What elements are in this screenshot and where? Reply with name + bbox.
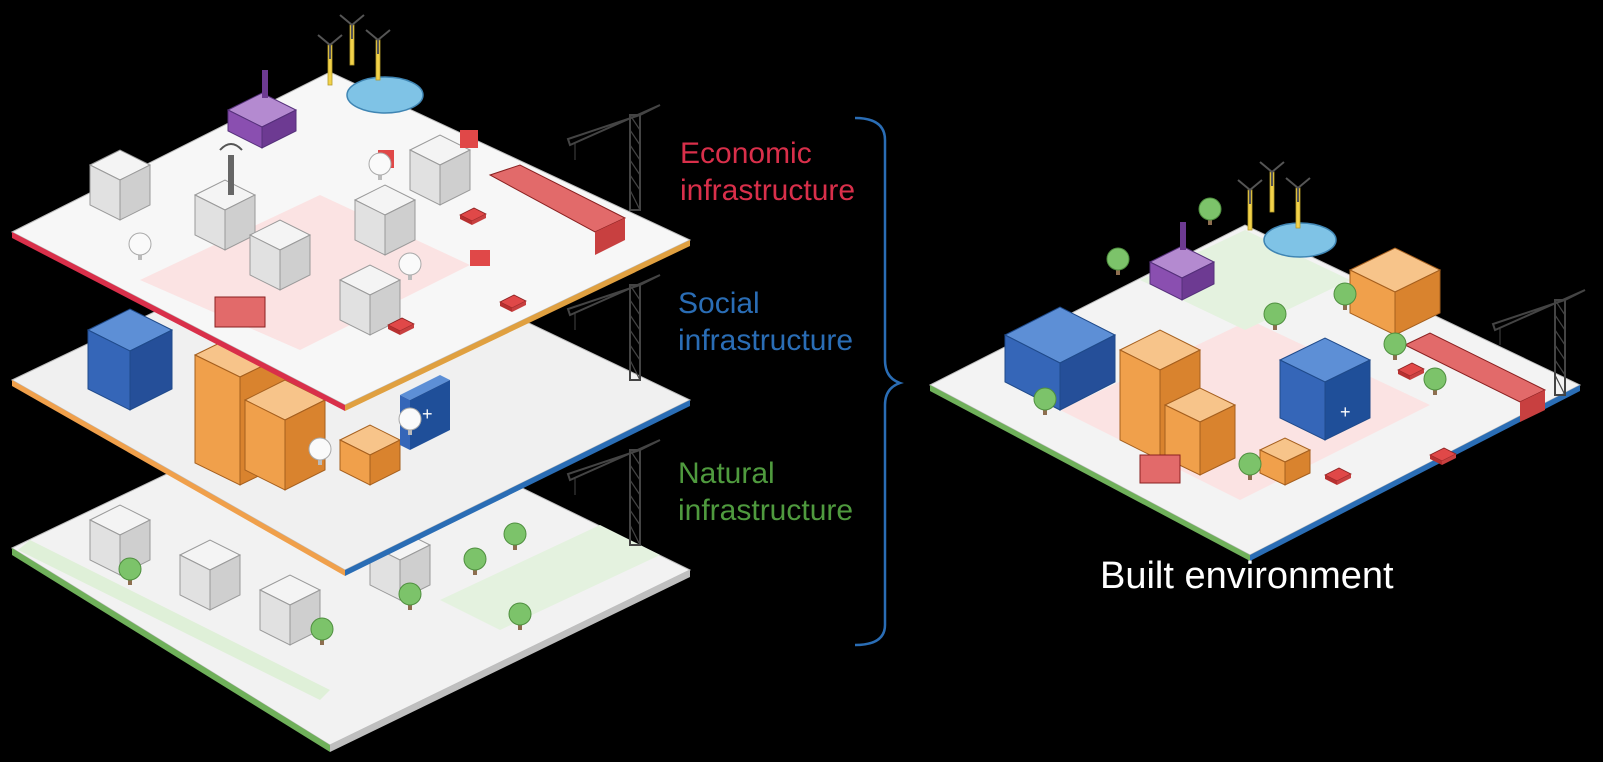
- economic-label-line1: Economic: [680, 137, 812, 170]
- social-label-line1: Social: [678, 287, 760, 320]
- natural-label-line1: Natural: [678, 457, 775, 490]
- svg-text:+: +: [1340, 402, 1351, 422]
- economic-infrastructure-label: Economic infrastructure: [680, 135, 855, 209]
- economic-label-line2: infrastructure: [680, 174, 856, 207]
- social-label-line2: infrastructure: [678, 324, 854, 357]
- economic-layer: [10, 14, 692, 411]
- grouping-bracket: [854, 116, 904, 647]
- natural-infrastructure-label: Natural infrastructure: [678, 455, 853, 529]
- natural-label-line2: infrastructure: [678, 494, 854, 527]
- built-environment-label: Built environment: [1100, 555, 1394, 597]
- svg-text:+: +: [422, 404, 433, 424]
- social-infrastructure-label: Social infrastructure: [678, 285, 853, 359]
- built-environment-illustration: +: [928, 161, 1586, 561]
